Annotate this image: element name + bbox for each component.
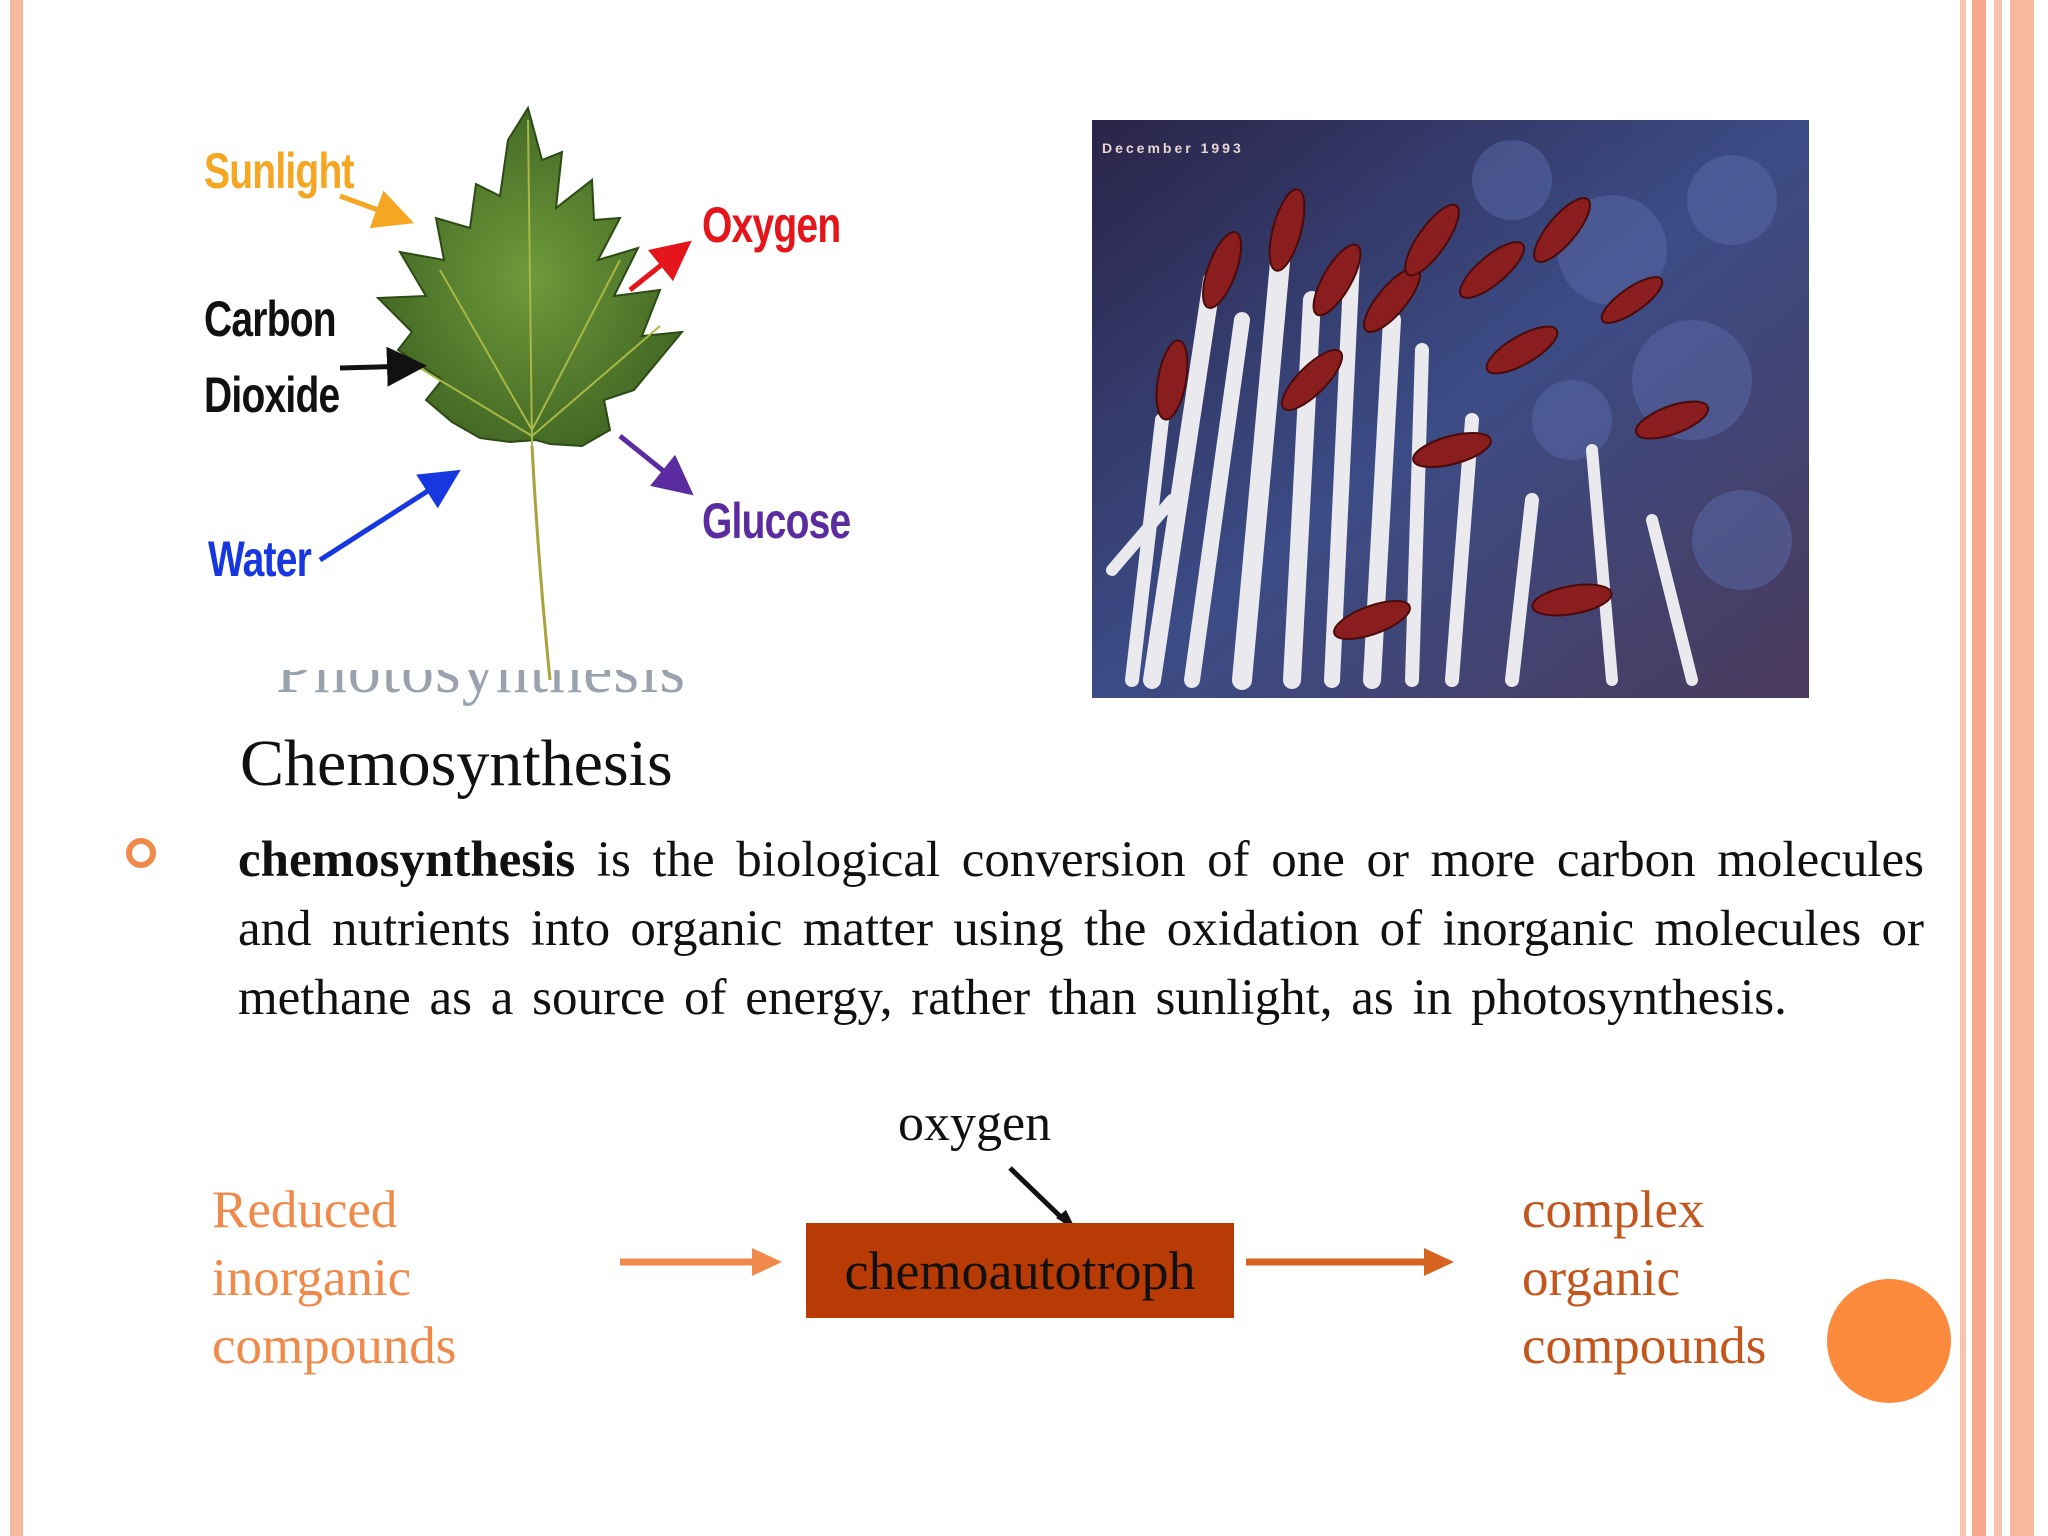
tube-worms-illustration <box>1092 120 1809 698</box>
glucose-label: Glucose <box>702 493 851 549</box>
flow-input-line: inorganic <box>212 1249 412 1307</box>
water-label: Water <box>208 531 312 587</box>
left-border-stripe <box>10 0 23 1536</box>
ghost-title-text: Photosynthesis <box>276 670 687 707</box>
bullet-icon <box>126 838 156 868</box>
right-border-stripe-4 <box>2010 0 2034 1536</box>
maple-leaf-illustration <box>318 105 694 681</box>
right-border-stripe-1 <box>1960 0 1966 1536</box>
chemoautotroph-label: chemoautotroph <box>844 1240 1196 1301</box>
tube-worms-photo: December 1993 <box>1092 120 1809 698</box>
oxygen-arrow-shaft <box>1008 1166 1068 1224</box>
flow-input-line: Reduced <box>212 1181 398 1239</box>
carbon-label: Carbon <box>204 291 337 347</box>
flow-output-line: complex <box>1522 1181 1705 1239</box>
flow-oxygen-label: oxygen <box>898 1095 1052 1152</box>
dioxide-label: Dioxide <box>204 367 340 423</box>
body-text: is the biological conversion of one or m… <box>238 832 1924 1026</box>
photo-date-stamp: December 1993 <box>1102 140 1244 156</box>
body-term: chemosynthesis <box>238 832 576 888</box>
flow-output-line: organic <box>1522 1249 1680 1307</box>
flow-output-line: compounds <box>1522 1317 1767 1375</box>
flow-input-line: compounds <box>212 1317 457 1375</box>
decorative-orange-circle <box>1827 1279 1951 1403</box>
body-paragraph: chemosynthesis is the biological convers… <box>238 826 1924 1033</box>
slide-title: Chemosynthesis <box>240 727 673 800</box>
right-border-stripe-3 <box>1994 0 2002 1536</box>
flow-output: complex organic compounds <box>1522 1176 1766 1380</box>
arrow-right-head <box>1424 1248 1454 1276</box>
photosynthesis-leaf-diagram: Sunlight Oxygen Carbon Dioxide Glucose W… <box>190 100 851 700</box>
sunlight-label: Sunlight <box>204 143 355 199</box>
ghost-title-photosynthesis: Photosynthesis <box>276 670 796 720</box>
arrow-left-head <box>752 1248 782 1276</box>
right-border-stripe-2 <box>1972 0 1986 1536</box>
chemoautotroph-box: chemoautotroph <box>806 1223 1234 1318</box>
flow-input: Reduced inorganic compounds <box>212 1176 456 1380</box>
oxygen-label-leaf: Oxygen <box>702 197 841 253</box>
